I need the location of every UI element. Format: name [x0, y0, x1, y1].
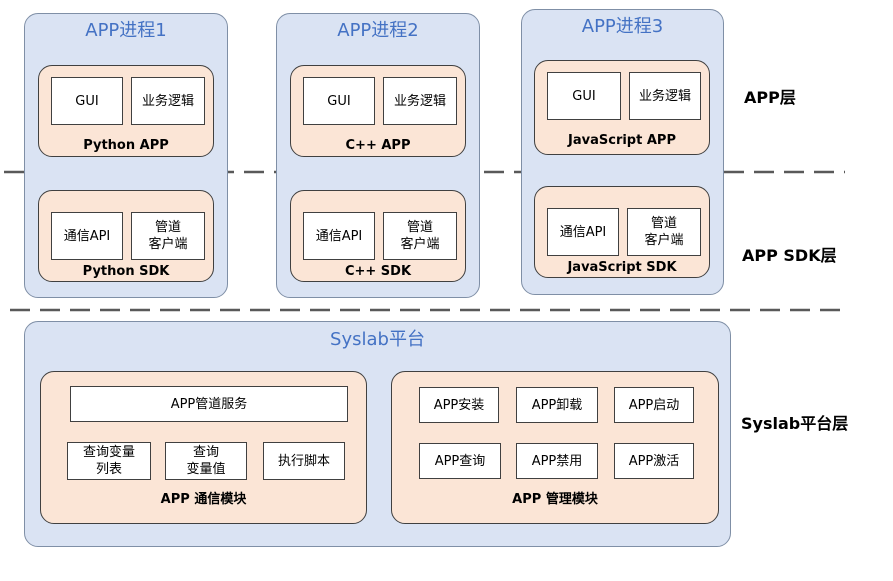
app-query-box: APP查询 [419, 443, 501, 479]
business-logic-box: 业务逻辑 [383, 77, 457, 125]
app-label: C++ APP [345, 138, 411, 153]
layer-separator-bottom [10, 308, 845, 312]
comm-api-box: 通信API [547, 208, 619, 256]
app-process-1: APP进程1 GUI 业务逻辑 Python APP 通信API 管道 客户端 … [24, 13, 228, 298]
pipe-client-box: 管道 客户端 [627, 208, 701, 256]
process-title: APP进程3 [581, 16, 664, 37]
javascript-app-box: GUI 业务逻辑 JavaScript APP [534, 60, 710, 155]
app-process-3: APP进程3 GUI 业务逻辑 JavaScript APP 通信API 管道 … [521, 9, 724, 295]
sdk-label: JavaScript SDK [567, 260, 677, 275]
comm-module-label: APP 通信模块 [160, 492, 247, 507]
process-title: APP进程1 [85, 20, 167, 41]
app-process-2: APP进程2 GUI 业务逻辑 C++ APP 通信API 管道 客户端 C++… [276, 13, 480, 298]
python-sdk-box: 通信API 管道 客户端 Python SDK [38, 190, 214, 282]
app-start-box: APP启动 [614, 387, 694, 423]
sdk-label: C++ SDK [344, 264, 412, 279]
app-uninstall-box: APP卸载 [516, 387, 598, 423]
javascript-sdk-box: 通信API 管道 客户端 JavaScript SDK [534, 186, 710, 278]
query-variable-value-box: 查询 变量值 [165, 442, 247, 480]
pipe-client-box: 管道 客户端 [383, 212, 457, 260]
process-title: APP进程2 [337, 20, 419, 41]
app-comm-module: APP管道服务 查询变量 列表 查询 变量值 执行脚本 APP 通信模块 [40, 371, 367, 524]
business-logic-box: 业务逻辑 [629, 72, 701, 120]
pipe-service-box: APP管道服务 [70, 386, 348, 422]
app-mgmt-module: APP安装 APP卸载 APP启动 APP查询 APP禁用 APP激活 APP … [391, 371, 719, 524]
execute-script-box: 执行脚本 [263, 442, 345, 480]
cpp-sdk-box: 通信API 管道 客户端 C++ SDK [290, 190, 466, 282]
layer-label-platform: Syslab平台层 [741, 414, 849, 433]
syslab-platform: Syslab平台 APP管道服务 查询变量 列表 查询 变量值 执行脚本 APP… [24, 321, 731, 547]
platform-title: Syslab平台 [330, 329, 425, 350]
app-disable-box: APP禁用 [516, 443, 598, 479]
query-variable-list-box: 查询变量 列表 [67, 442, 151, 480]
comm-api-box: 通信API [51, 212, 123, 260]
app-install-box: APP安装 [419, 387, 499, 423]
pipe-client-box: 管道 客户端 [131, 212, 205, 260]
app-label: Python APP [83, 138, 169, 153]
gui-box: GUI [547, 72, 621, 120]
python-app-box: GUI 业务逻辑 Python APP [38, 65, 214, 157]
layer-label-app: APP层 [744, 88, 796, 107]
comm-api-box: 通信API [303, 212, 375, 260]
cpp-app-box: GUI 业务逻辑 C++ APP [290, 65, 466, 157]
gui-box: GUI [303, 77, 375, 125]
business-logic-box: 业务逻辑 [131, 77, 205, 125]
layer-label-sdk: APP SDK层 [742, 246, 837, 265]
gui-box: GUI [51, 77, 123, 125]
sdk-label: Python SDK [82, 264, 170, 279]
mgmt-module-label: APP 管理模块 [512, 492, 598, 507]
app-activate-box: APP激活 [614, 443, 694, 479]
app-label: JavaScript APP [568, 133, 676, 148]
